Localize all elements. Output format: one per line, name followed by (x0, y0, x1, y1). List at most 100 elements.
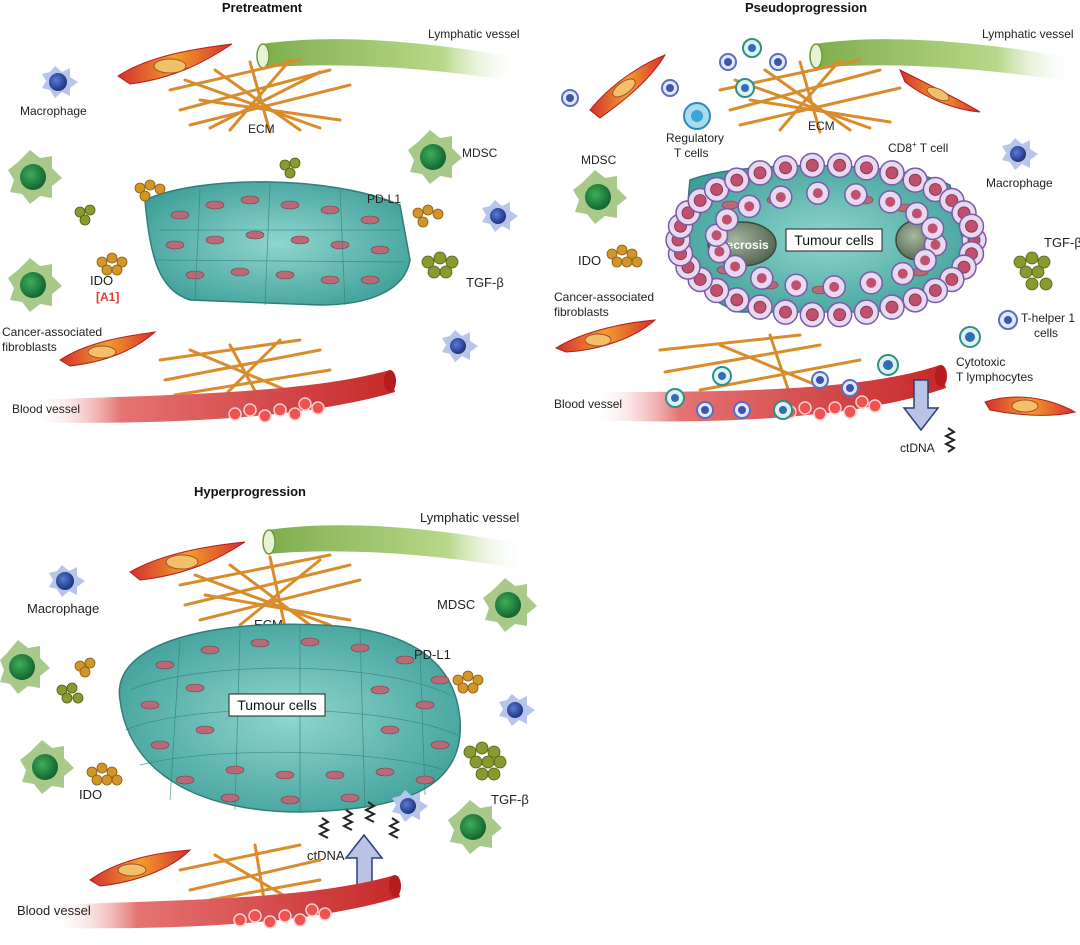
cd8-t-cell (859, 271, 883, 295)
fibroblast-icon (59, 331, 157, 367)
macrophage-icon (49, 565, 85, 597)
cd8-t-cell (747, 160, 773, 186)
cd8-t-cell (878, 190, 902, 214)
label-pd-l1: PD-L1 (414, 647, 451, 662)
cd8-t-cell (853, 155, 880, 181)
ecm-fibres-icon (658, 333, 862, 397)
label-ido: IDO (90, 273, 113, 288)
label-ctl-line1: Cytotoxic (956, 355, 1005, 369)
label-blood-vessel: Blood vessel (17, 903, 91, 918)
label-mdsc: MDSC (462, 146, 498, 160)
fibroblast-icon (89, 849, 192, 887)
mdsc-icon (408, 130, 462, 184)
label-tumour-cells: Tumour cells (237, 697, 317, 713)
ido-molecule-icon (134, 179, 166, 202)
arrow-down-icon (902, 379, 940, 432)
ctdna-strand-icon (317, 801, 401, 839)
cd8-t-cell (826, 152, 853, 179)
blood-vessel-icon (30, 370, 396, 423)
ecm-fibres-icon (158, 338, 332, 402)
label-blood-vessel: Blood vessel (554, 397, 622, 411)
cd8-t-cell (922, 277, 949, 304)
macrophage-icon (482, 200, 518, 232)
arrow-up-icon (344, 833, 384, 886)
label-ido: IDO (578, 253, 601, 268)
label-mdsc: MDSC (437, 597, 475, 612)
panel-title-hyperprogression: Hyperprogression (194, 484, 306, 499)
label-macrophage: Macrophage (27, 601, 99, 616)
cd8-t-cell (724, 167, 750, 193)
cd8-t-cell (750, 266, 774, 290)
lymphatic-vessel-icon (262, 525, 525, 570)
cd8-t-cell (806, 181, 830, 205)
panel-title-pretreatment: Pretreatment (222, 0, 303, 15)
label-lymphatic-vessel: Lymphatic vessel (428, 27, 520, 41)
ido-molecule-icon (412, 204, 444, 228)
ctdna-strand-icon (943, 427, 957, 453)
ido-molecule-icon (86, 762, 123, 786)
label-blood-vessel: Blood vessel (12, 402, 80, 416)
label-tumour-cells: Tumour cells (794, 232, 874, 248)
label-pd-l1: PD-L1 (367, 192, 401, 206)
tgf-beta-molecule-icon (279, 157, 301, 179)
cd8-t-cell (737, 194, 761, 219)
blood-vessel-icon (50, 875, 401, 929)
macrophage-icon (442, 330, 478, 362)
cd8-t-cell (826, 301, 853, 328)
label-cd8-t-cell: CD8+ T cell (888, 140, 948, 155)
cd8-t-cell (799, 301, 826, 328)
label-ecm: ECM (248, 122, 275, 136)
mdsc-icon (20, 740, 74, 794)
label-ctdna: ctDNA (900, 441, 935, 455)
label-th1-line2: cells (1034, 326, 1058, 340)
lymphatic-vessel-icon (809, 39, 1075, 82)
cd8-t-cell (902, 287, 928, 313)
tumour-cells-label-box (785, 228, 883, 252)
cd8-t-cell (769, 185, 793, 209)
cd8-t-cell (913, 248, 937, 273)
panel-title-pseudoprogression: Pseudoprogression (745, 0, 867, 15)
tgf-beta-molecule-icon (56, 682, 84, 704)
regulatory-t-cell-icon (683, 102, 711, 130)
label-caf-line1: Cancer-associated (554, 290, 654, 304)
ecm-fibres-icon (178, 553, 362, 629)
label-caf-line2: fibroblasts (2, 340, 57, 354)
cd8-t-cell (879, 160, 905, 186)
cd8-t-cell (920, 216, 945, 241)
cd8-t-cell (905, 201, 929, 226)
cd8-t-cell (772, 299, 799, 325)
fibroblast-icon (984, 396, 1077, 416)
fibroblast-icon (554, 319, 657, 353)
panel-pseudoprogression: Pseudoprogression Lymphatic vessel ECM (554, 0, 1080, 455)
ido-molecule-icon (74, 657, 96, 678)
cd8-t-cell (891, 261, 915, 286)
label-necrosis: Necrosis (718, 238, 769, 252)
t-cell-icon (561, 38, 787, 107)
macrophage-icon (1002, 138, 1038, 170)
mdsc-icon (8, 258, 62, 312)
cd8-t-cell (853, 299, 880, 325)
fibroblast-icon (129, 541, 246, 581)
macrophage-icon (392, 790, 428, 822)
ido-molecule-icon (452, 670, 484, 694)
annotation-a1: [A1] (96, 290, 119, 304)
label-caf-line1: Cancer-associated (2, 325, 102, 339)
label-tgf-beta: TGF-β (466, 275, 504, 290)
label-ctl-line2: T lymphocytes (956, 370, 1033, 384)
ecm-fibres-icon (178, 843, 322, 907)
tgf-beta-molecule-icon (74, 204, 96, 226)
label-ido: IDO (79, 787, 102, 802)
cytotoxic-t-cell-icon (959, 326, 981, 348)
cd8-t-cell (958, 213, 985, 239)
cd8-t-cell (703, 176, 730, 203)
macrophage-icon (499, 694, 535, 726)
tumour-cells-label-box (228, 693, 326, 717)
label-treg-line1: Regulatory (666, 131, 724, 145)
mdsc-icon (573, 170, 627, 224)
ecm-fibres-icon (168, 58, 352, 134)
fibroblast-icon (589, 53, 667, 119)
mdsc-icon (483, 578, 537, 632)
label-th1-line1: T-helper 1 (1021, 311, 1075, 325)
macrophage-icon (42, 66, 78, 98)
